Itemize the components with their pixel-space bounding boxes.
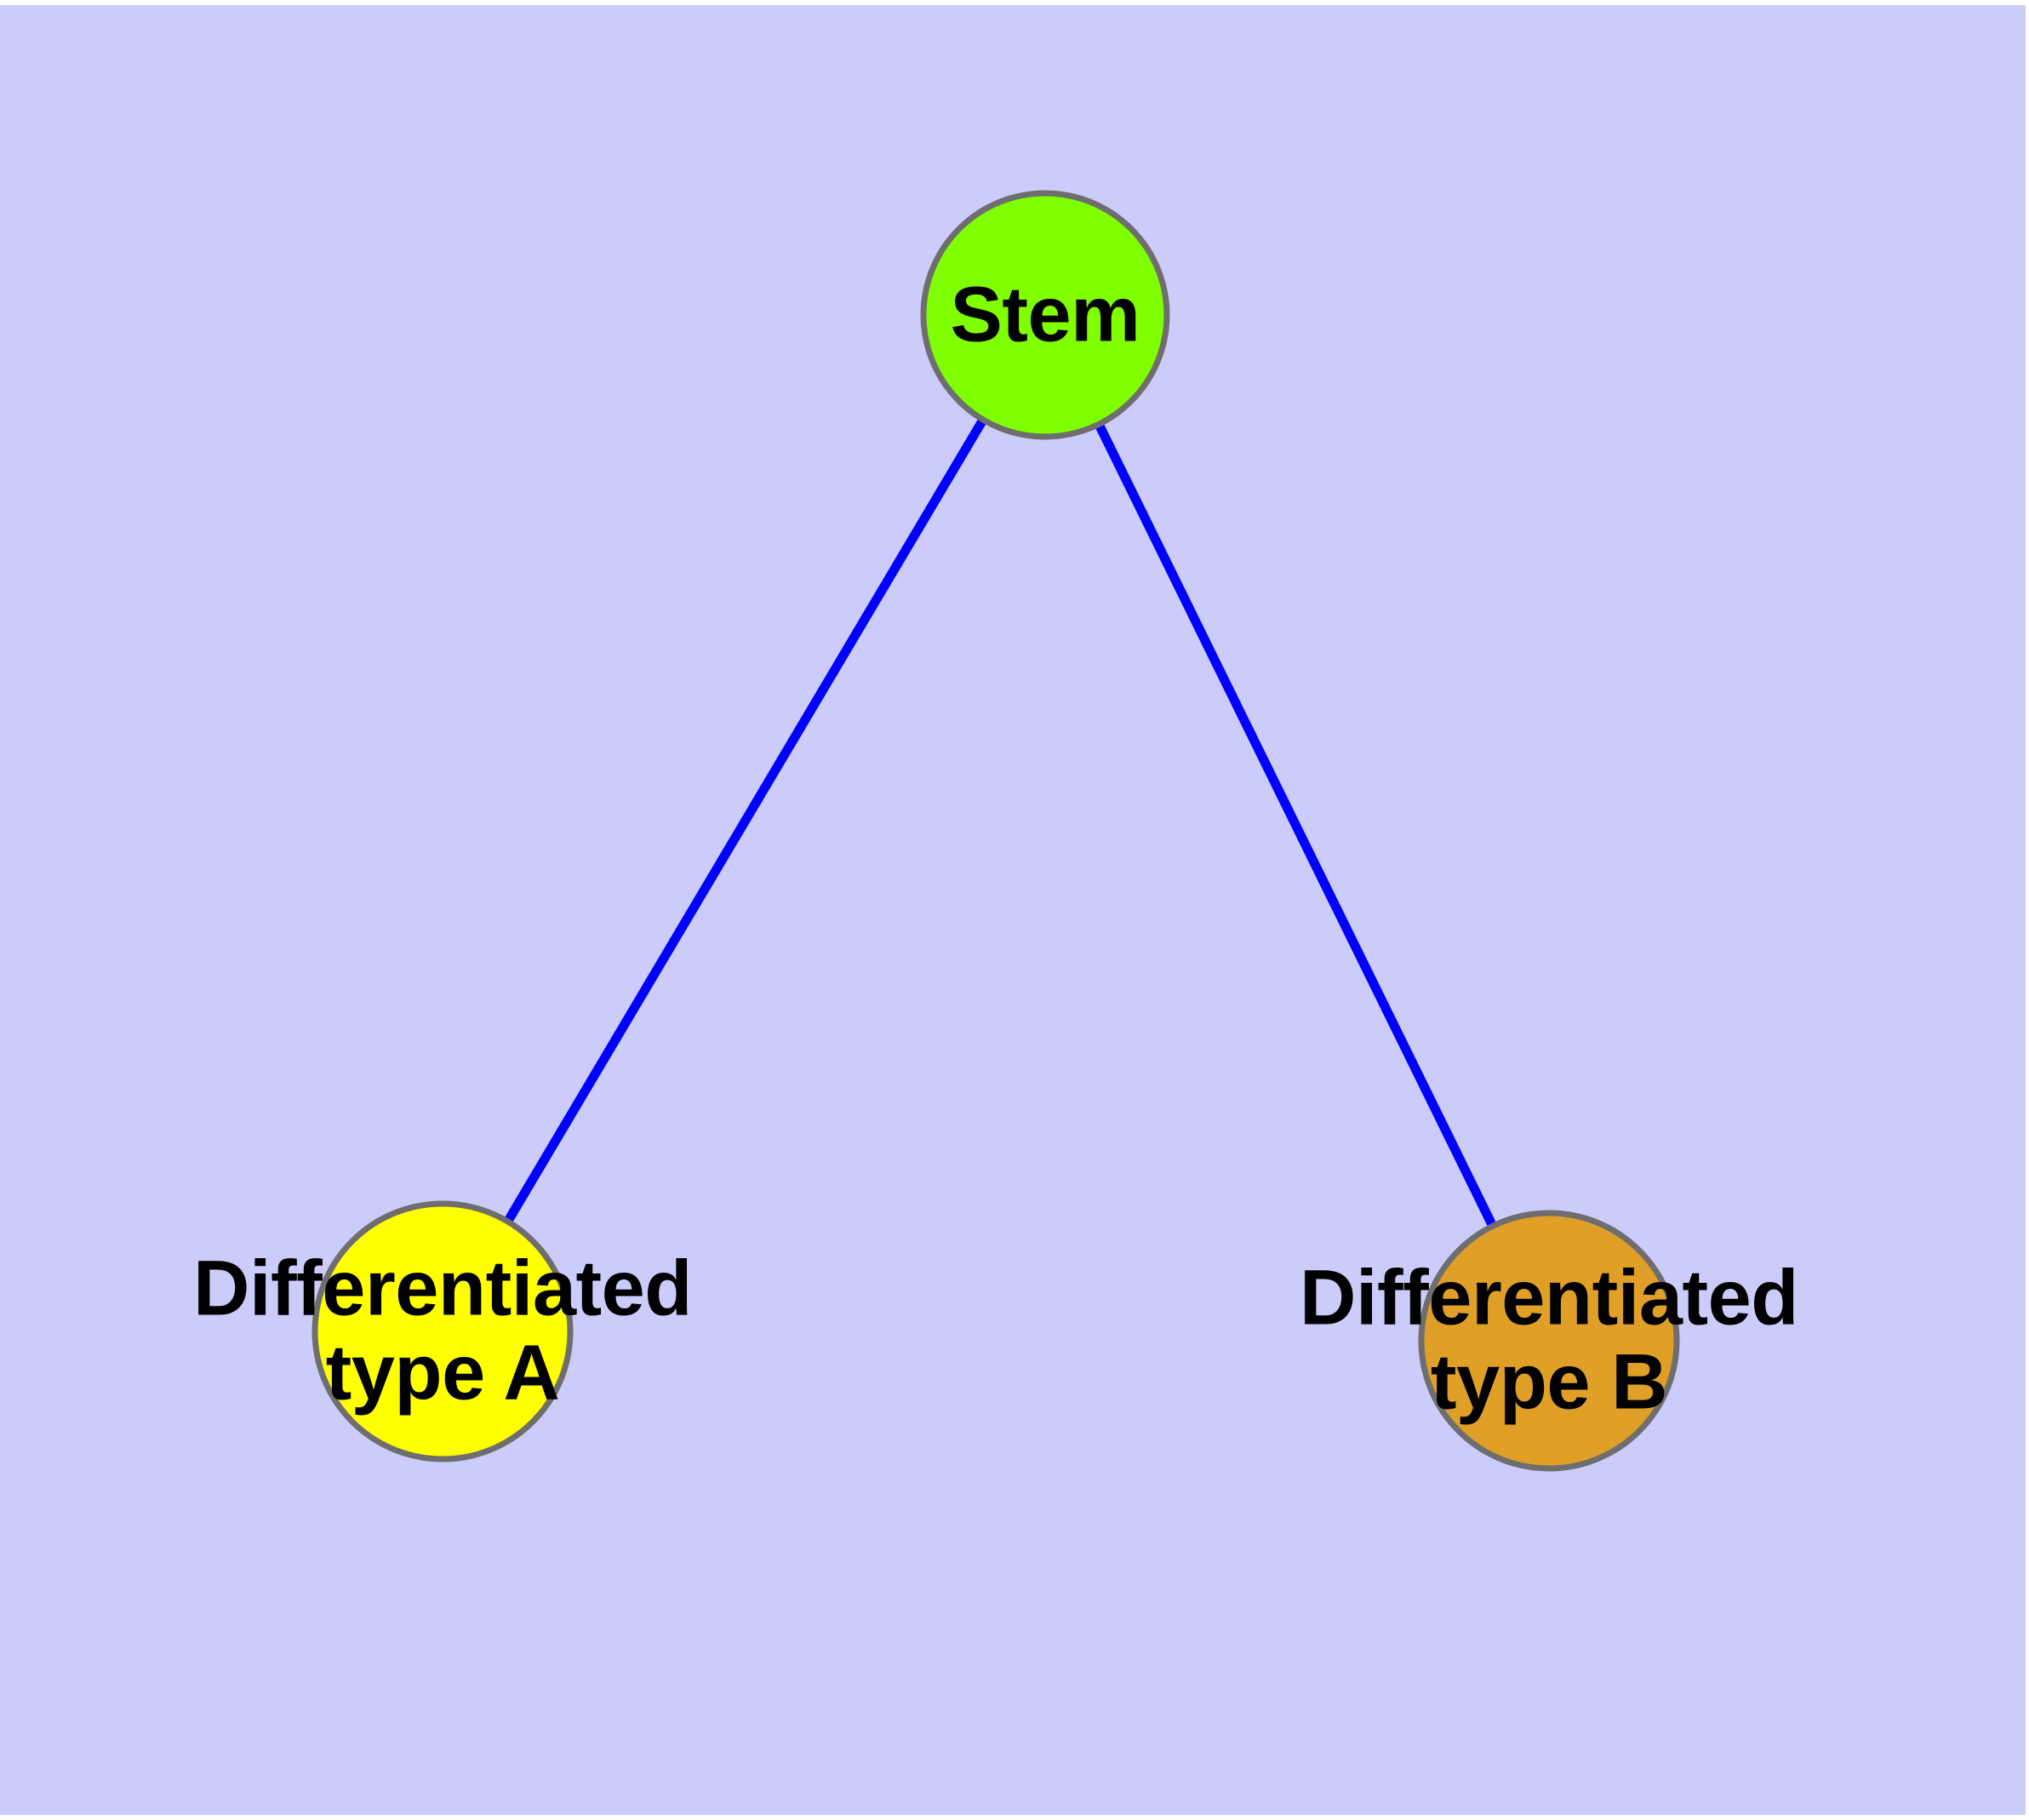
edges-layer: [438, 312, 1553, 1343]
node-diff_a[interactable]: [311, 1200, 574, 1462]
edge-stem-to-b: [1041, 312, 1553, 1343]
node-stem[interactable]: [920, 190, 1170, 440]
nodes-layer: [311, 190, 1680, 1472]
edge-stem-to-a: [438, 312, 1049, 1334]
node-diff_b[interactable]: [1418, 1210, 1680, 1472]
